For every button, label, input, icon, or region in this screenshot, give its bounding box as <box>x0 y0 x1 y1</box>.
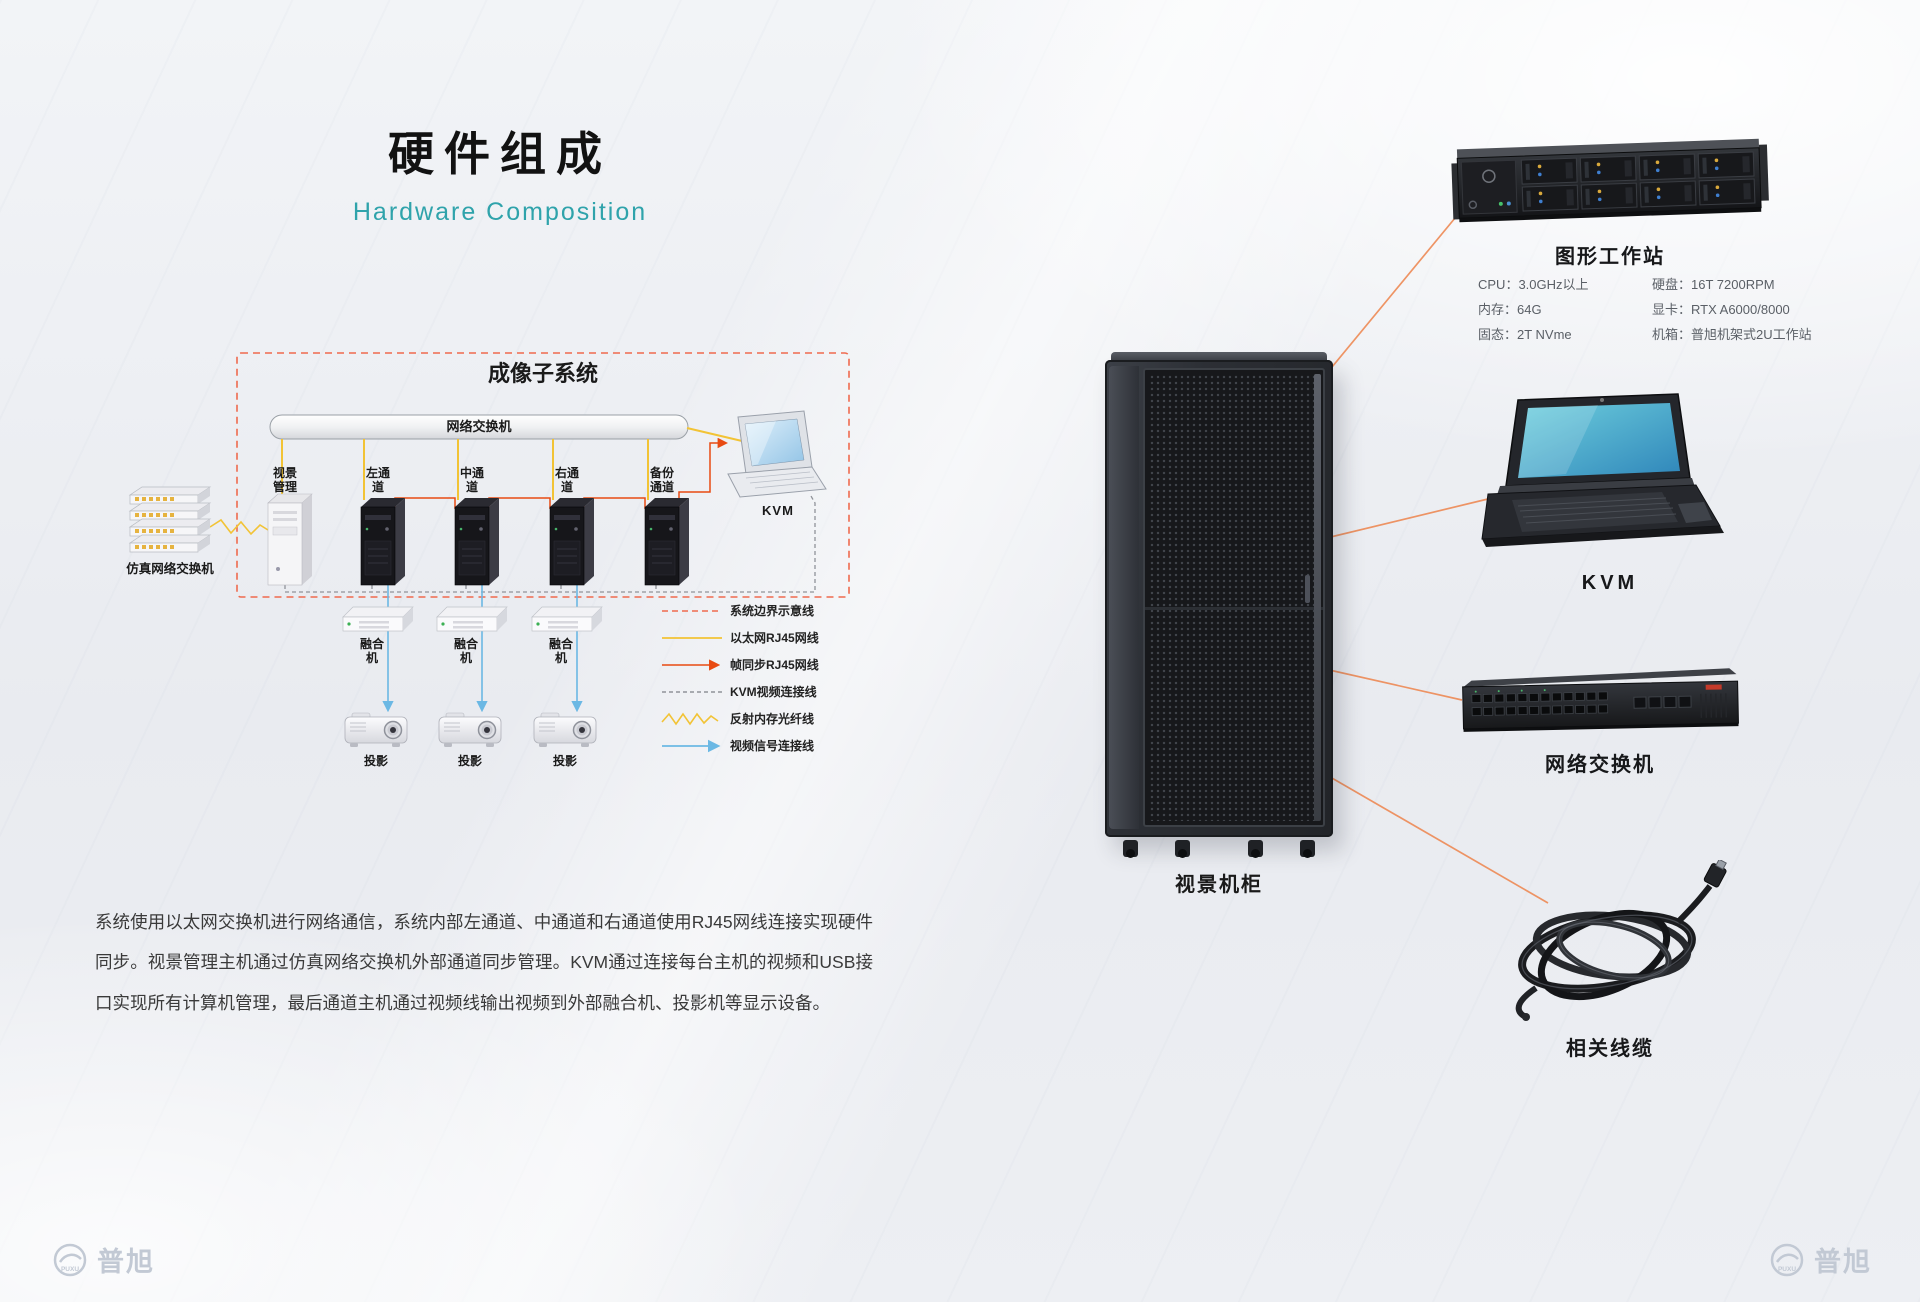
cabinet-mesh-pattern <box>1149 374 1319 821</box>
cabinet-mesh-door <box>1143 368 1325 827</box>
description-text: 系统使用以太网交换机进行网络通信，系统内部左通道、中通道和右通道使用RJ45网线… <box>95 912 873 1013</box>
page-subtitle: Hardware Composition <box>352 198 648 226</box>
kvm-video-lines <box>284 495 816 593</box>
fiber-zigzag-line <box>209 518 269 536</box>
title-block: 硬件组成 Hardware Composition <box>330 118 670 227</box>
tower-right-channel: 右通 道 <box>549 465 594 586</box>
brand-en-right: PUXU <box>1778 1266 1796 1273</box>
tower-right-channel-label-1: 右通 <box>554 465 579 480</box>
tower-visual-management-label-2: 管理 <box>273 479 297 494</box>
spec-cpu: CPU：3.0GHz以上 <box>1478 277 1589 292</box>
cabinet-hinge <box>1314 374 1321 821</box>
switch-ports <box>1471 691 1609 717</box>
legend-label-boundary: 系统边界示意线 <box>730 603 814 618</box>
projector-3-label: 投影 <box>553 753 577 768</box>
video-signal-lines <box>382 585 583 713</box>
legend-label-kvm: KVM视频连接线 <box>730 684 817 699</box>
tower-middle-channel-label-2: 道 <box>466 479 478 494</box>
switch-sfp-ports <box>1633 695 1692 709</box>
cabinet-caster <box>1123 840 1138 858</box>
fusion-machine-3-label-2: 机 <box>555 650 567 665</box>
server-rack-cabinet <box>1105 352 1333 858</box>
brand-text-right: 普旭 <box>1814 1247 1872 1277</box>
workstation-specs-left: CPU：3.0GHz以上 内存：64G 固态：2T NVme <box>1478 272 1628 347</box>
cables-image <box>1515 860 1727 1021</box>
cabinet-label: 视景机柜 <box>1175 874 1263 896</box>
fusion-machine-2: 融合 机 <box>436 606 508 665</box>
drive-bays <box>1520 151 1756 212</box>
tower-right-channel-label-2: 道 <box>561 479 573 494</box>
spec-gpu: 显卡：RTX A6000/8000 <box>1652 302 1790 317</box>
network-switch-bar: 网络交换机 <box>269 414 689 440</box>
tower-left-channel-label-2: 道 <box>372 479 384 494</box>
sim-network-switch: 仿真网络交换机 <box>126 486 214 576</box>
spec-memory: 内存：64G <box>1478 302 1542 317</box>
brand-en-left: PUXU <box>61 1266 79 1273</box>
tower-left-channel: 左通 道 <box>360 465 405 586</box>
fusion-machine-2-label-1: 融合 <box>454 636 479 651</box>
brand-logo-right: PUXU 普旭 <box>1769 1240 1872 1279</box>
tower-backup-channel-label-2: 通道 <box>650 479 674 494</box>
cabinet-door-divider <box>1145 606 1323 610</box>
subsystem-boundary <box>236 352 850 598</box>
cabinet-caster <box>1175 840 1190 858</box>
tower-visual-management-label-1: 视景 <box>273 465 297 480</box>
cabinet-caster <box>1248 840 1263 858</box>
kvm-name: KVM <box>1581 572 1639 594</box>
tower-left-channel-label-1: 左通 <box>365 465 390 480</box>
projector-2-label: 投影 <box>458 753 482 768</box>
projector-2: 投影 <box>438 712 502 768</box>
cables-name: 相关线缆 <box>1566 1038 1654 1060</box>
fusion-machine-1: 融合 机 <box>342 606 414 665</box>
network-switch-bar-label: 网络交换机 <box>446 419 511 434</box>
brand-text-left: 普旭 <box>97 1247 155 1277</box>
kvm-laptop: KVM <box>727 410 827 518</box>
tower-middle-channel-label-1: 中通 <box>460 465 484 480</box>
diagram-legend: 系统边界示意线 以太网RJ45网线 帧同步RJ45网线 KVM视频连接线 反射内… <box>661 603 819 753</box>
switch-brand-badge <box>1705 684 1722 690</box>
brand-circle-icon: PUXU <box>1770 1243 1804 1276</box>
cabinet-caster <box>1300 840 1315 858</box>
spec-chassis: 机箱：普旭机架式2U工作站 <box>1652 327 1812 342</box>
projector-1-label: 投影 <box>364 753 388 768</box>
tower-backup-channel-label-1: 备份 <box>649 465 675 480</box>
sim-network-switch-label: 仿真网络交换机 <box>126 561 214 576</box>
kvm-laptop-label: KVM <box>762 503 794 518</box>
legend-label-fiber: 反射内存光纤线 <box>730 711 814 726</box>
legend-label-ethernet: 以太网RJ45网线 <box>730 630 819 645</box>
cabinet-side-panel <box>1109 366 1139 829</box>
fusion-machine-1-label-2: 机 <box>366 650 378 665</box>
tower-backup-channel: 备份 通道 <box>644 465 689 586</box>
imaging-subsystem-diagram: 成像子系统 网络交换机 <box>126 352 850 768</box>
projector-3: 投影 <box>533 712 597 768</box>
subsystem-title: 成像子系统 <box>488 361 598 386</box>
fusion-machine-2-label-2: 机 <box>460 650 472 665</box>
switch-name: 网络交换机 <box>1545 754 1655 776</box>
tower-middle-channel: 中通 道 <box>454 465 499 586</box>
workstation-image <box>1451 138 1769 223</box>
kvm-console-image <box>1481 393 1724 547</box>
fusion-machine-3: 融合 机 <box>531 606 603 665</box>
brand-logo-left: PUXU 普旭 <box>52 1240 155 1279</box>
workstation-specs: CPU：3.0GHz以上 内存：64G 固态：2T NVme 硬盘：16T 72… <box>1478 272 1867 347</box>
legend-line-fiber <box>661 712 719 726</box>
ethernet-rj45-lines <box>281 427 743 500</box>
network-switch-image <box>1462 668 1739 732</box>
fusion-machine-1-label-1: 融合 <box>360 636 385 651</box>
fusion-machine-3-label-1: 融合 <box>549 636 574 651</box>
brand-circle-icon: PUXU <box>53 1243 87 1276</box>
projector-1: 投影 <box>344 712 408 768</box>
legend-label-framesync: 帧同步RJ45网线 <box>730 657 819 672</box>
cable-connector <box>1703 860 1727 888</box>
workstation-specs-right: 硬盘：16T 7200RPM 显卡：RTX A6000/8000 机箱：普旭机架… <box>1652 272 1867 347</box>
cabinet-lock-handle <box>1305 574 1310 603</box>
tower-visual-management: 视景 管理 <box>267 465 313 586</box>
workstation-name: 图形工作站 <box>1555 246 1665 268</box>
spec-hdd: 硬盘：16T 7200RPM <box>1652 277 1775 292</box>
spec-ssd: 固态：2T NVme <box>1478 327 1572 342</box>
legend-label-video: 视频信号连接线 <box>730 738 814 753</box>
cabinet-body <box>1105 360 1333 837</box>
page-title: 硬件组成 <box>388 128 612 180</box>
